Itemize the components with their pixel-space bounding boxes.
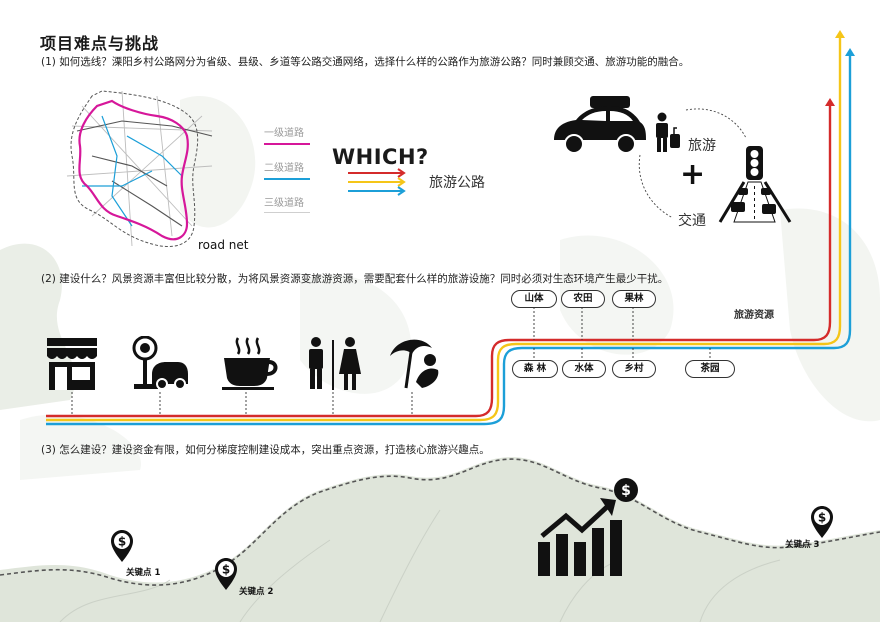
tourism-road-label: 旅游公路 xyxy=(429,175,485,191)
beach-umbrella-icon xyxy=(390,339,439,389)
resource-tag-tea-garden: 茶园 xyxy=(685,360,735,378)
parking-icon xyxy=(132,336,188,390)
traveler-icon xyxy=(656,112,680,152)
page-title: 项目难点与挑战 xyxy=(40,34,160,53)
key-point-3-label: 关键点 3 xyxy=(785,540,820,550)
svg-text:$: $ xyxy=(222,563,230,577)
traffic-label: 交通 xyxy=(678,213,706,229)
key-point-1-label: 关键点 1 xyxy=(126,568,161,578)
question-2: (2) 建设什么？风景资源丰富但比较分散，为将风景资源变旅游资源，需要配套什么样… xyxy=(41,273,669,285)
question-1: (1) 如何选线？溧阳乡村公路网分为省级、县级、乡道等公路交通网络，选择什么样的… xyxy=(41,56,690,68)
shop-icon xyxy=(47,338,97,390)
which-label: WHICH? xyxy=(332,145,429,169)
traffic-road-icon xyxy=(718,146,792,223)
legend-line-level2 xyxy=(264,178,310,180)
restroom-icon xyxy=(309,337,361,390)
legend-line-level3 xyxy=(264,212,310,213)
legend-line-level1 xyxy=(264,143,310,145)
car-icon xyxy=(554,96,646,154)
key-point-3-marker-icon: $ xyxy=(811,506,833,538)
resource-tag-village: 乡村 xyxy=(612,360,656,378)
key-point-2-label: 关键点 2 xyxy=(239,587,274,597)
svg-text:$: $ xyxy=(118,535,126,549)
plus-sign: + xyxy=(680,157,706,192)
resource-tag-orchard: 果林 xyxy=(612,290,656,308)
dashed-connector-arc xyxy=(638,108,747,219)
legend-label-level2: 二级道路 xyxy=(264,163,304,174)
question-3: (3) 怎么建设？建设资金有限，如何分梯度控制建设成本，突出重点资源，打造核心旅… xyxy=(41,444,490,456)
key-point-2-marker-icon: $ xyxy=(215,558,237,590)
resources-label: 旅游资源 xyxy=(734,310,774,321)
investment-growth-icon: $ xyxy=(538,478,638,576)
svg-text:$: $ xyxy=(621,483,631,499)
key-point-1-marker-icon: $ xyxy=(111,530,133,562)
selection-arrows xyxy=(348,168,406,196)
coffee-icon xyxy=(222,337,278,390)
resource-tag-water: 水体 xyxy=(562,360,606,378)
tourism-label: 旅游 xyxy=(688,138,716,154)
road-net-map xyxy=(66,90,213,248)
road-net-label: road net xyxy=(198,238,249,252)
resource-tag-forest: 森 林 xyxy=(512,360,558,378)
legend-label-level1: 一级道路 xyxy=(264,128,304,139)
svg-text:$: $ xyxy=(818,511,826,525)
resource-tag-mountain: 山体 xyxy=(511,290,557,308)
legend-label-level3: 三级道路 xyxy=(264,198,304,209)
resource-tag-farmland: 农田 xyxy=(561,290,605,308)
